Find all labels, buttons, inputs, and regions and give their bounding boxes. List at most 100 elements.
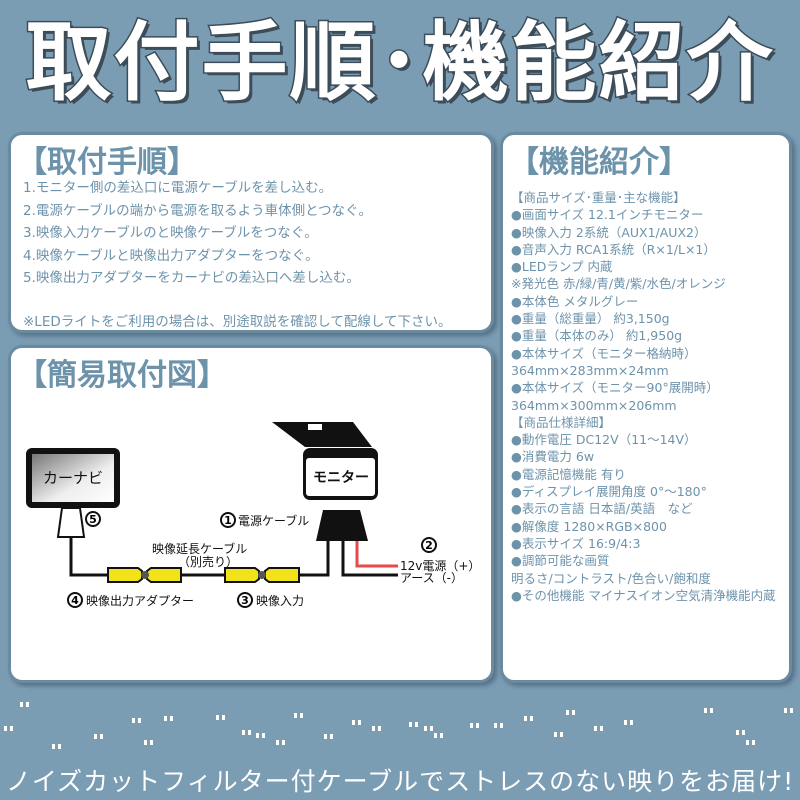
window <box>470 723 473 728</box>
install-step: 2.電源ケーブルの端から電源を取るよう車体側とつなぐ。 <box>23 202 373 219</box>
window <box>282 740 285 745</box>
feature-line: ●映像入力 2系統（AUX1/AUX2） <box>511 224 707 240</box>
window <box>572 710 575 715</box>
page-title: 取付手順･機能紹介 <box>24 12 775 115</box>
window <box>594 726 597 731</box>
feature-line: ●重量（本体のみ） 約1,950g <box>511 328 683 344</box>
window <box>430 726 433 731</box>
window <box>742 730 745 735</box>
rca-connectors <box>107 567 300 583</box>
feature-line: ●その他機能 マイナスイオン空気清浄機能内蔵 <box>511 587 776 603</box>
window <box>424 726 427 731</box>
window <box>476 723 479 728</box>
window <box>409 722 412 727</box>
num-badge-4: 4 <box>67 592 83 608</box>
window <box>630 720 633 725</box>
feature-line: 【商品サイズ･重量･主な機能】 <box>511 190 686 205</box>
power-connector <box>316 510 368 541</box>
window <box>20 702 23 707</box>
features-panel: 【機能紹介】 【商品サイズ･重量･主な機能】●画面サイズ 12.1インチモニター… <box>500 132 792 683</box>
feature-line: ●解像度 1280×RGB×800 <box>511 518 667 534</box>
window <box>352 720 355 725</box>
install-heading: 【取付手順】 <box>17 145 197 180</box>
window <box>52 744 55 749</box>
window <box>330 734 333 739</box>
label-power-cable: 電源ケーブル <box>238 513 309 528</box>
window <box>10 726 13 731</box>
power-wire <box>355 540 398 568</box>
install-step: 5.映像出力アダプターをカーナビの差込口へ差し込む。 <box>23 270 360 286</box>
feature-line: ●本体サイズ（モニター格納時） <box>511 345 697 361</box>
window <box>372 726 375 731</box>
label-extension-cable: 映像延長ケーブル <box>152 541 247 556</box>
feature-line: ●調節可能な画質 <box>511 553 610 569</box>
city-skyline <box>0 688 800 800</box>
install-steps-list: 1.モニター側の差込口に電源ケーブルを差し込む。 2.電源ケーブルの端から電源を… <box>23 177 372 290</box>
label-video-input: 映像入力 <box>256 594 304 608</box>
footer-tagline: ノイズカットフィルター付ケーブルでストレスのない映りをお届け! <box>5 767 795 796</box>
window <box>358 720 361 725</box>
num-badge-1: 1 <box>220 512 236 528</box>
window <box>434 733 437 738</box>
window <box>624 720 627 725</box>
window <box>524 716 527 721</box>
window <box>94 734 97 739</box>
svg-text:2: 2 <box>425 539 433 552</box>
window <box>132 718 135 723</box>
install-step: 3.映像入力ケーブルのと映像ケーブルをつなぐ。 <box>23 225 318 241</box>
feature-line: ●表示の言語 日本語/英語 など <box>511 501 693 517</box>
video-cable <box>69 537 398 577</box>
monitor: モニター <box>272 422 378 541</box>
feature-line: ●本体色 メタルグレー <box>511 293 639 309</box>
svg-text:カーナビ: カーナビ <box>43 469 103 487</box>
window <box>300 713 303 718</box>
feature-line: ●電源記憶機能 有り <box>511 466 626 482</box>
window <box>170 716 173 721</box>
window <box>530 716 533 721</box>
feature-line: 明るさ/コントラスト/色合い/飽和度 <box>511 570 711 586</box>
svg-text:5: 5 <box>89 513 97 526</box>
window <box>216 715 219 720</box>
install-note: ※LEDライトをご利用の場合は、別途取説を確認して配線して下さい。 <box>23 314 452 330</box>
window <box>704 708 707 713</box>
window <box>26 702 29 707</box>
svg-text:4: 4 <box>71 594 79 607</box>
svg-text:3: 3 <box>241 594 249 607</box>
feature-line: 364mm×283mm×24mm <box>511 362 669 378</box>
feature-line: ●動作電圧 DC12V（11～14V） <box>511 432 697 448</box>
window <box>566 710 569 715</box>
svg-text:モニター: モニター <box>313 470 369 486</box>
window <box>736 730 739 735</box>
window <box>222 715 225 720</box>
building <box>16 688 30 800</box>
adapter-plug <box>56 507 86 538</box>
window <box>710 708 713 713</box>
feature-line: ※発光色 赤/緑/青/黄/紫/水色/オレンジ <box>511 276 726 292</box>
rca-connector <box>107 567 143 583</box>
feature-line: ●音声入力 RCA1系統（R×1/L×1） <box>511 241 716 257</box>
window <box>500 723 503 728</box>
window <box>554 732 557 737</box>
features-heading: 【機能紹介】 <box>509 145 689 180</box>
features-list: 【商品サイズ･重量･主な機能】●画面サイズ 12.1インチモニター●映像入力 2… <box>511 189 776 604</box>
car-navi: カーナビ <box>26 448 120 538</box>
window <box>144 740 147 745</box>
window <box>600 726 603 731</box>
window <box>415 722 418 727</box>
window <box>784 708 787 713</box>
window <box>378 726 381 731</box>
feature-line: ●本体サイズ（モニター90°展開時） <box>511 380 719 396</box>
window <box>746 740 749 745</box>
window <box>752 740 755 745</box>
window <box>790 708 793 713</box>
window <box>276 740 279 745</box>
num-badge-3: 3 <box>237 592 253 608</box>
feature-line: 364mm×300mm×206mm <box>511 397 677 413</box>
window <box>150 740 153 745</box>
install-steps-panel: 【取付手順】 1.モニター側の差込口に電源ケーブルを差し込む。 2.電源ケーブル… <box>8 132 494 333</box>
window <box>494 723 497 728</box>
feature-line: ●表示サイズ 16:9/4:3 <box>511 535 641 551</box>
window <box>138 718 141 723</box>
rca-connector <box>224 567 260 583</box>
label-ground: アース（-） <box>400 571 463 585</box>
